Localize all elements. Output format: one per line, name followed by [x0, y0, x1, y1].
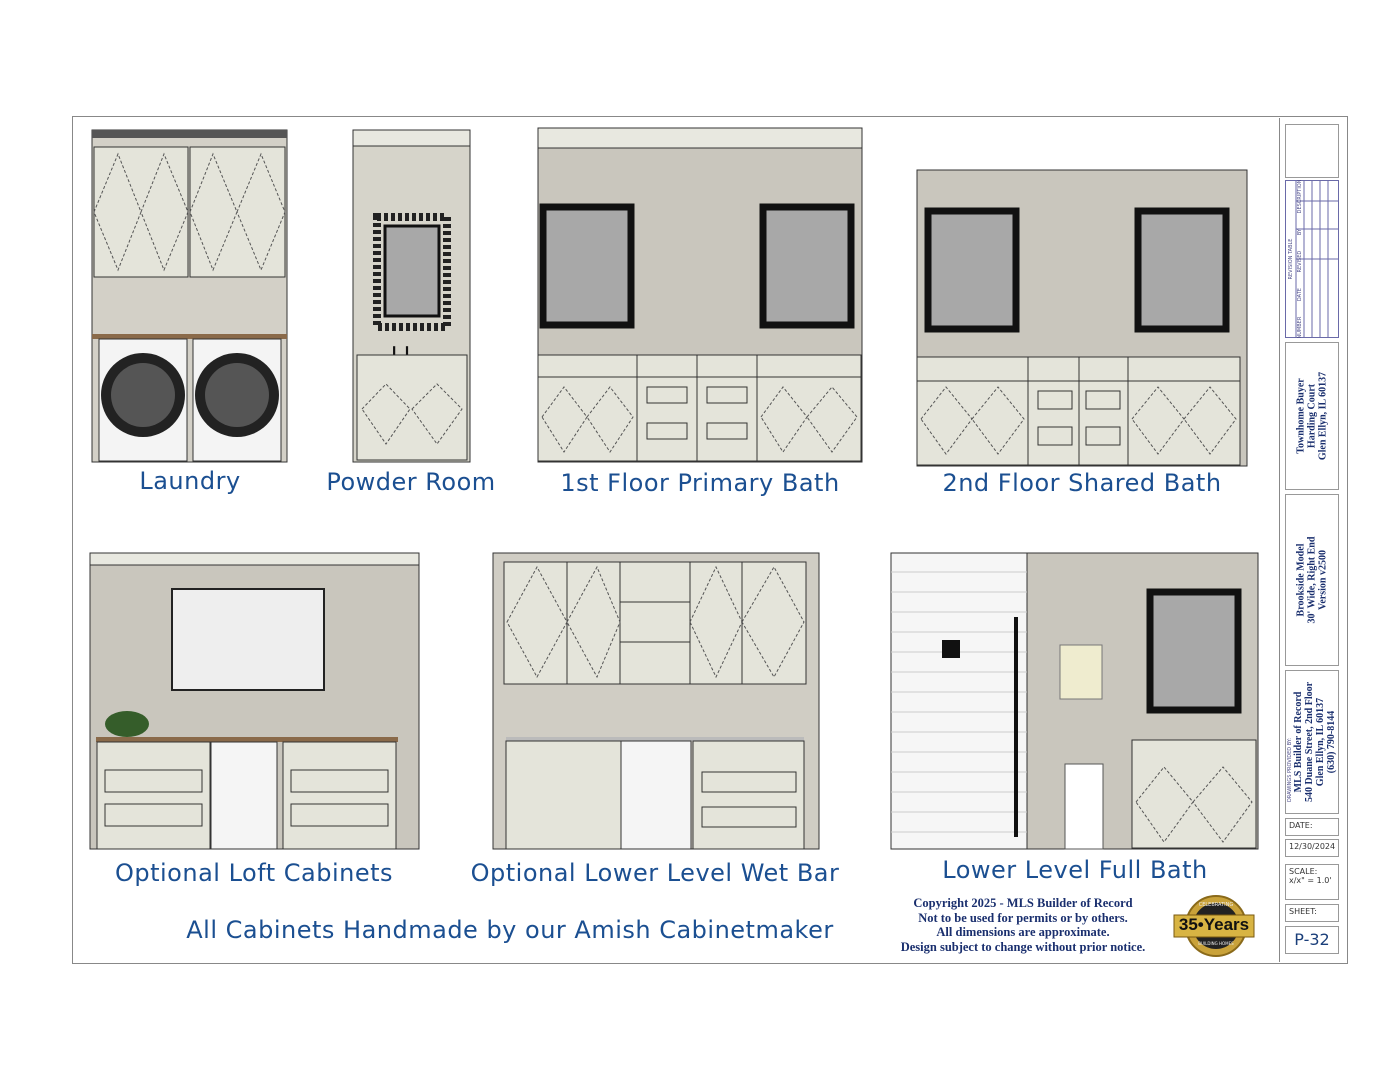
loft-cabinets-elevation: [89, 552, 420, 850]
powder-room-elevation: ╻ ╻: [352, 129, 471, 463]
elevation-label-powder-room: Powder Room: [326, 468, 496, 496]
elevation-label-shared-bath: 2nd Floor Shared Bath: [942, 469, 1222, 497]
laundry-elevation: [91, 129, 288, 463]
revision-table: REVISION TABLE NUMBER DATE REVISED BY DE…: [1285, 180, 1339, 338]
sheet-border: [72, 116, 1348, 964]
elevation-label-loft-cabinets: Optional Loft Cabinets: [114, 859, 394, 887]
copyright-line: All dimensions are approximate.: [936, 925, 1110, 939]
copyright-line: Not to be used for permits or by others.: [918, 910, 1128, 925]
elevation-label-wet-bar: Optional Lower Level Wet Bar: [470, 859, 840, 887]
wet-bar-elevation: [492, 552, 820, 850]
seal-bottom-text: BUILDING HOMES: [1198, 941, 1234, 946]
copyright-line: Copyright 2025 - MLS Builder of Record: [913, 896, 1133, 910]
sheet-number: P-32: [1285, 926, 1339, 954]
date-value: 12/30/2024: [1285, 839, 1339, 857]
copyright-notice: Copyright 2025 - MLS Builder of Record N…: [901, 896, 1146, 954]
seal-text: 35•Years: [1178, 915, 1250, 934]
elevation-label-primary-bath: 1st Floor Primary Bath: [560, 469, 840, 497]
anniversary-seal: 35•Years CELEBRATING BUILDING HOMES: [1172, 895, 1256, 957]
shared-bath-elevation: [916, 169, 1248, 467]
revision-table-headers: NUMBER DATE REVISED BY DESCRIPTION: [1297, 179, 1303, 339]
title-block: REVISION TABLE NUMBER DATE REVISED BY DE…: [1279, 118, 1347, 962]
elevation-label-full-bath: Lower Level Full Bath: [942, 856, 1208, 884]
provider-text: DRAWINGS PROVIDED BY:MLS Builder of Reco…: [1287, 681, 1337, 803]
date-label: DATE:: [1285, 818, 1339, 836]
full-bath-elevation: [890, 552, 1259, 850]
provider-info: DRAWINGS PROVIDED BY:MLS Builder of Reco…: [1285, 670, 1339, 814]
copyright-line: Design subject to change without prior n…: [900, 939, 1146, 954]
svg-text:╻ ╻: ╻ ╻: [390, 339, 411, 355]
tagline: All Cabinets Handmade by our Amish Cabin…: [186, 916, 834, 944]
seal-top-text: CELEBRATING: [1198, 902, 1234, 908]
revision-table-title: REVISION TABLE: [1288, 238, 1294, 280]
sheet-label: SHEET:: [1285, 904, 1339, 922]
scale-field: SCALE:x/x" = 1.0': [1285, 864, 1339, 900]
primary-bath-elevation: [537, 127, 863, 463]
title-block-blank: [1285, 124, 1339, 178]
elevation-label-laundry: Laundry: [139, 467, 241, 495]
